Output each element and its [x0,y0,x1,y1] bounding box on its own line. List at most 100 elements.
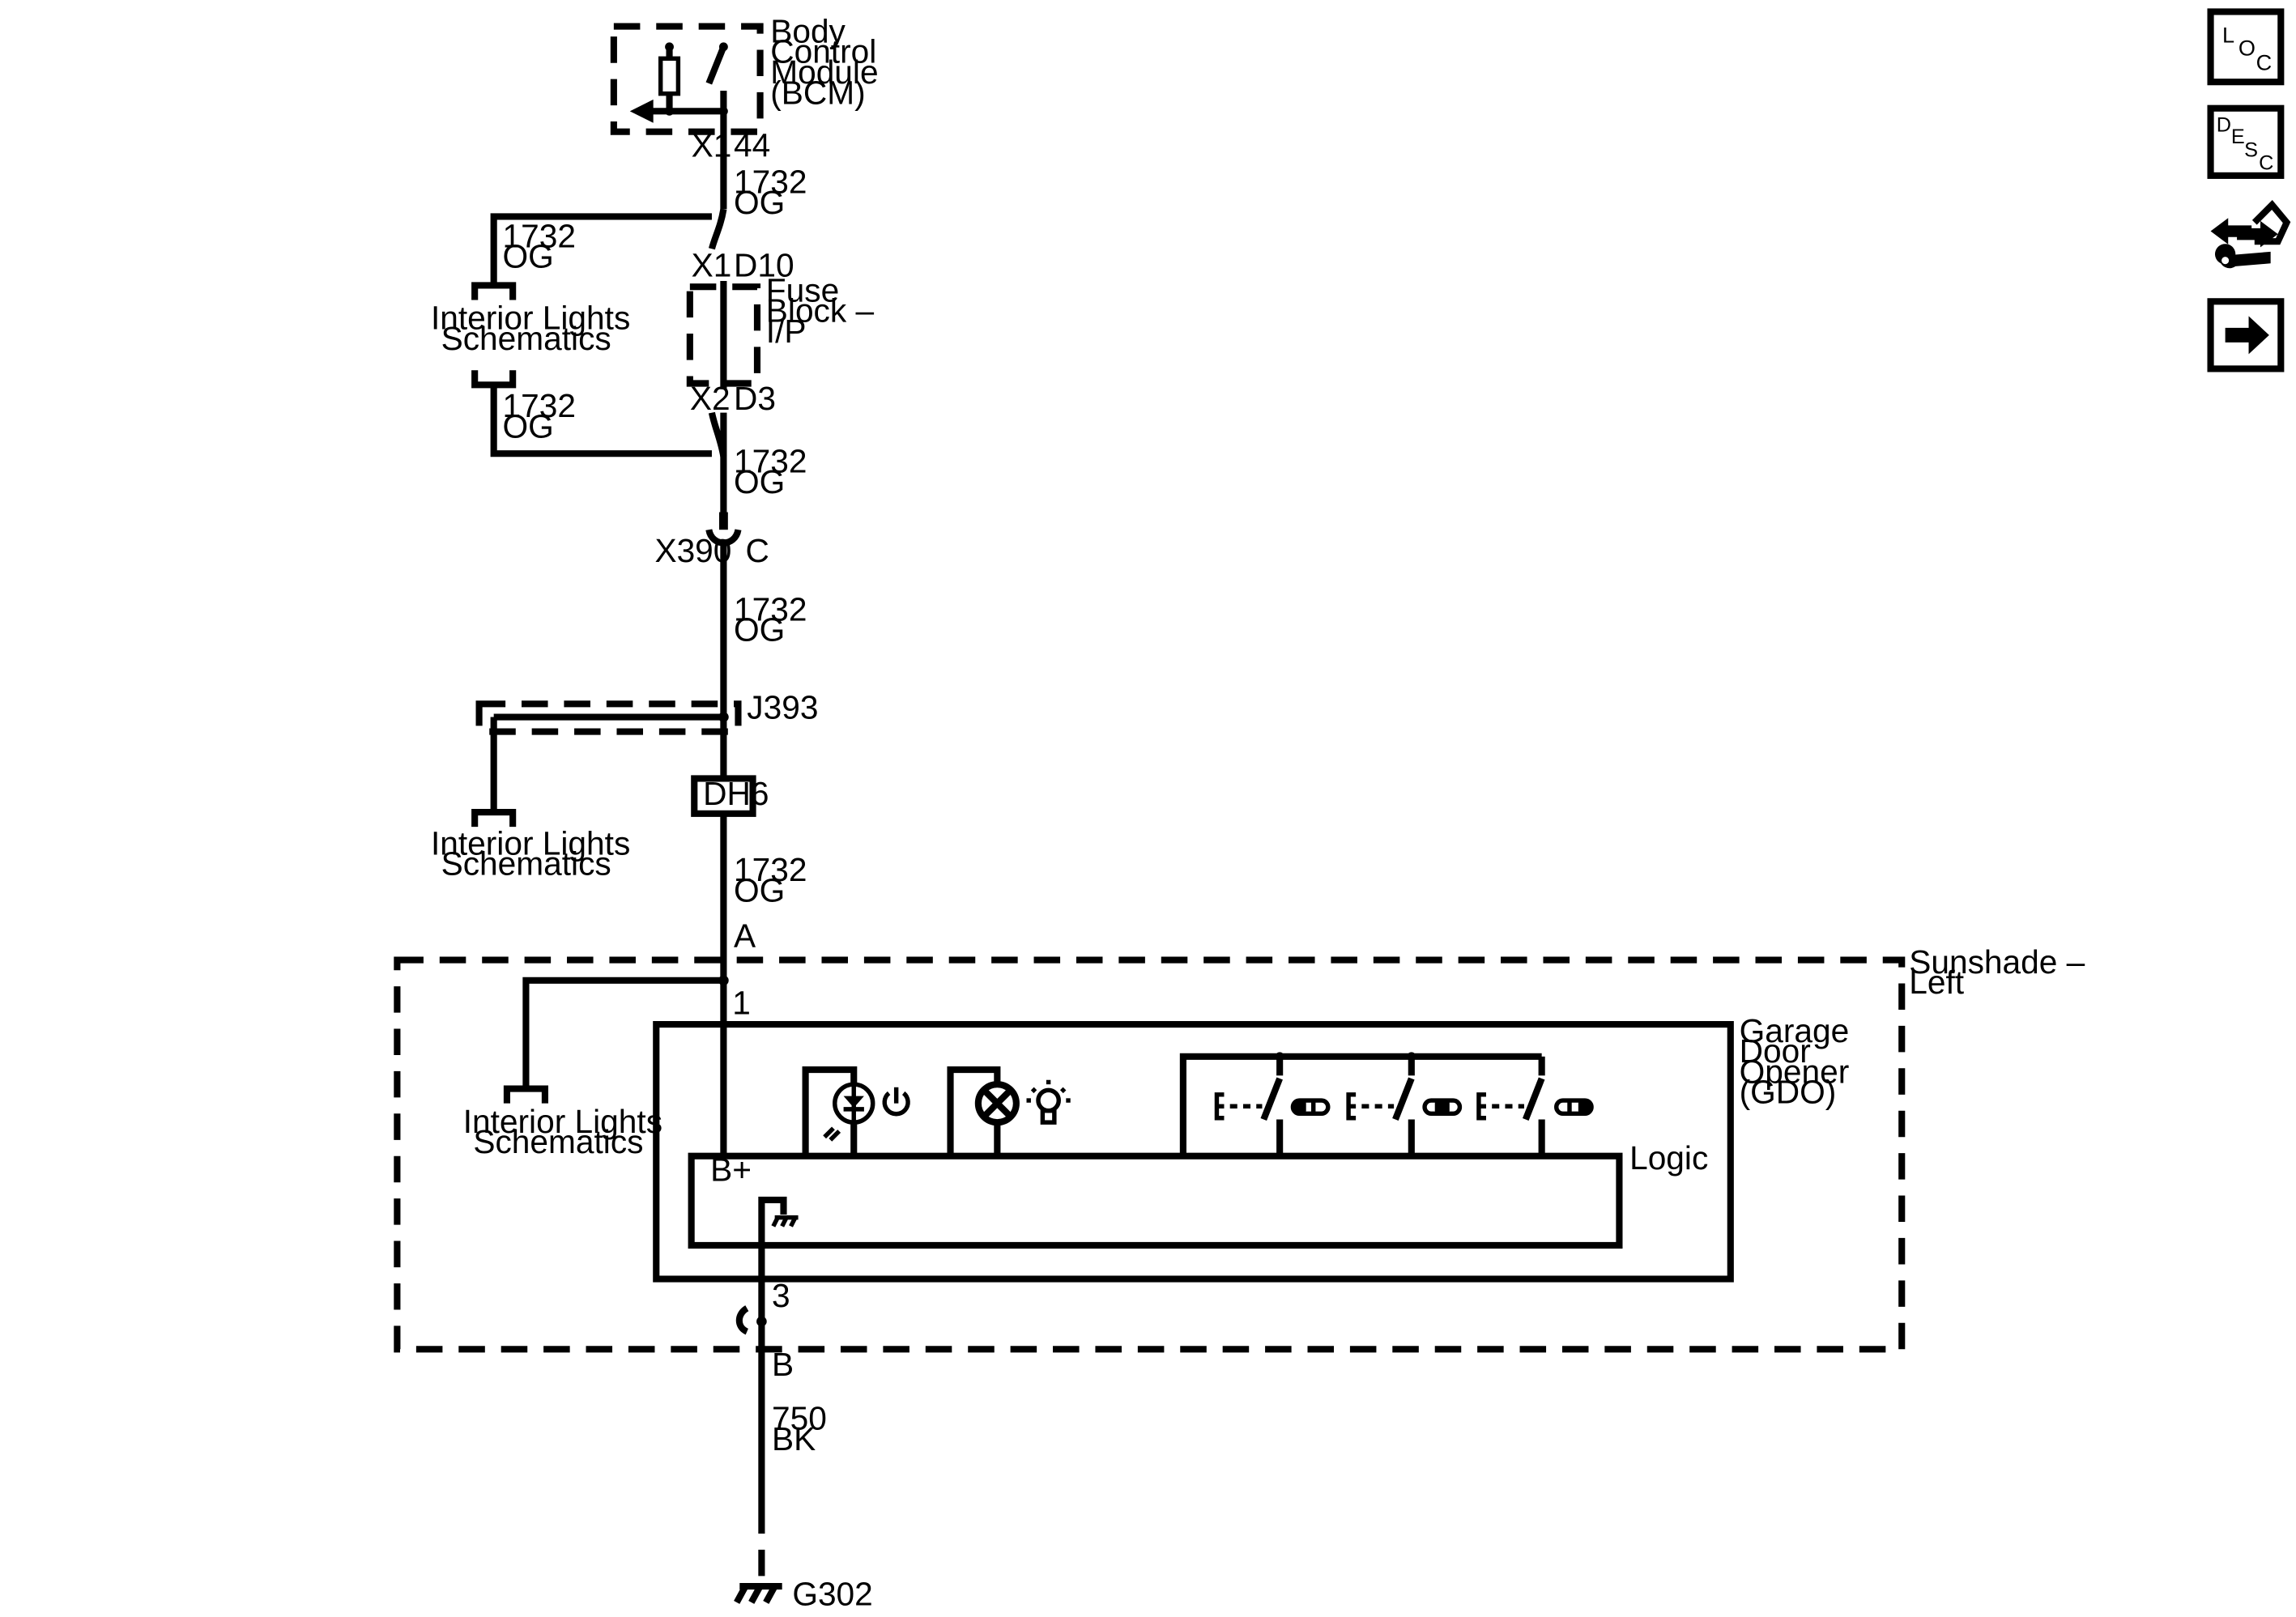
pushbutton-switch-icon [1522,1077,1545,1121]
gdo-label-2: Door [1740,1032,1811,1070]
gdo-button-2[interactable] [1346,1056,1463,1156]
fuse-out-conn: X2 [690,380,731,417]
gdo-label-4: (GDO) [1740,1074,1837,1111]
wire-1732-circuit-1: 1732 [734,164,807,201]
bcm-label-3: Module [770,53,878,91]
bcm-dashed-outline [610,23,764,135]
gdo-label-3: Opener [1740,1053,1850,1090]
sunshade-in-pin: A [734,917,756,954]
sunshade-out-pin: B [772,1346,794,1383]
gdo-button-1[interactable] [1214,1056,1331,1156]
gdo-module[interactable] [653,1021,1734,1283]
connector-cup-icon [705,529,742,547]
interior-lights-label-3a[interactable]: Interior Lights [463,1103,662,1140]
desc-letter-d: D [2217,114,2231,137]
gdo-button-3[interactable] [1476,1077,1594,1156]
sunshade-label-1: Sunshade – [1909,943,2085,981]
pushbutton-switch-icon [1392,1077,1415,1121]
wire-1732-branch-upper[interactable] [490,213,712,286]
switch-common-bus [1179,1053,1542,1156]
pushbutton-switch-icon [1260,1077,1283,1121]
internal-ground-wire [758,1196,787,1321]
loc-letter-o: O [2238,36,2256,61]
sunshade-left-outline[interactable] [394,956,1906,1353]
desc-letter-s: S [2244,138,2258,161]
connector-x390[interactable]: X390 C [654,512,769,569]
bcm-label-1: Body [770,12,846,49]
g302-label: G302 [792,1576,872,1613]
connector-up-icon-2 [471,808,517,828]
gdo-pin-1: 1 [732,984,751,1021]
ground-wire-circuit: 750 [772,1400,827,1437]
light-bulb-icon [1026,1079,1071,1125]
branch-upper-color: OG [503,238,554,275]
interior-lights-label-1b[interactable]: Schematics [441,320,611,357]
loc-letter-c: C [2256,50,2273,75]
power-icon [882,1091,910,1117]
gdo-label-1: Garage [1740,1012,1850,1049]
wire-1732-color-4: OG [734,871,785,908]
x390-pin: C [746,532,769,569]
lamp-icon [974,1081,1020,1126]
gdo-pin-3: 3 [772,1277,790,1314]
connector-hook-icon [735,1305,749,1335]
interior-lights-label-1a[interactable]: Interior Lights [431,300,630,337]
wire-1732-circuit-3: 1732 [734,590,807,628]
wire-1732-circuit-2: 1732 [734,443,807,480]
interior-lights-label-2b[interactable]: Schematics [441,845,611,883]
fuse-block-label-1: Fuse [766,271,839,309]
next-button[interactable] [2207,298,2285,372]
wire-1732-circuit-4: 1732 [734,851,807,888]
ground-g302[interactable]: G302 [734,1576,873,1613]
fuse-block-ip[interactable]: Fuse Block – I/P [686,271,875,389]
desc-button[interactable]: D E S C [2207,104,2285,179]
connector-down-icon [471,370,517,389]
wire-1732-color-3: OG [734,611,785,649]
desc-letter-e: E [2231,126,2245,148]
bcm-label-2: Control [770,33,876,70]
desc-letter-c: C [2259,152,2273,175]
sunshade-label-2: Left [1909,964,1964,1001]
wire-to-interior-lights-3[interactable] [522,977,724,1089]
led-indicator [802,1066,910,1156]
branch-lower-circuit: 1732 [503,387,576,424]
bcm-pin-label: 44 [734,126,770,164]
switch-icon [705,45,727,85]
connector-up-icon [471,282,517,300]
wire-1732-color-1: OG [734,184,785,221]
connector-repair-button[interactable] [2210,199,2291,269]
interior-lights-label-2a[interactable]: Interior Lights [431,824,630,862]
loc-letter-l: L [2222,22,2234,47]
fuse-block-label-2: Block – [766,292,875,330]
bcm-label-4: (BCM) [770,74,865,111]
fuse-block-outline [686,283,761,387]
fuse-in-pin: D10 [734,247,794,284]
loc-button[interactable]: L O C [2207,8,2285,86]
j393-label: J393 [747,688,818,726]
dh6-label: DH6 [703,775,769,812]
logic-block[interactable] [688,1152,1623,1249]
interior-lights-label-3b[interactable]: Schematics [473,1123,643,1160]
logic-label: Logic [1629,1139,1708,1177]
branch-upper-circuit: 1732 [503,217,576,254]
inline-dh6[interactable]: DH6 [691,775,769,817]
fuse-block-label-3: I/P [766,313,807,350]
fuse-in-conn: X1 [692,247,732,284]
splice-j393[interactable]: J393 [475,688,819,735]
bplus-label: B+ [710,1151,752,1188]
connector-up-icon-3 [503,1085,548,1104]
x390-name: X390 [654,532,731,569]
wire-1732-branch-lower[interactable] [490,385,712,457]
connector-repair-icon [2210,199,2291,269]
splice-j393-outline [475,700,742,735]
bcm-module[interactable]: Body Control Module (BCM) [610,12,879,135]
branch-lower-color: OG [503,407,554,445]
arrow-right-icon [2225,316,2269,355]
wire-1732-color-2: OG [734,463,785,500]
arrow-left-icon [629,99,654,123]
lamp-indicator [947,1066,1071,1156]
fuse-out-pin: D3 [734,380,776,417]
ground-wire-color: BK [772,1420,816,1457]
resistor-icon [658,56,681,96]
